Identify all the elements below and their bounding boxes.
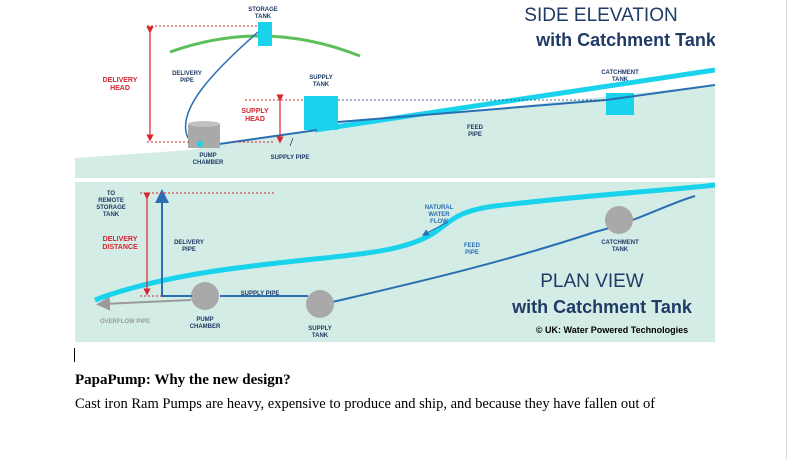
feed-pipe-label: FEED (467, 125, 484, 131)
natural-flow-label-2: WATER (428, 212, 450, 218)
side-elevation-subtitle: with Catchment Tank (535, 30, 715, 50)
catchment-tank-plan (605, 206, 633, 234)
feed-pipe-side (337, 84, 715, 123)
catchment-tank-plan-label: CATCHMENT (601, 240, 639, 246)
water-stream-plan (94, 182, 715, 303)
natural-flow-arrow (421, 221, 449, 236)
image-credit: © UK: Water Powered Technologies (536, 325, 688, 335)
delivery-pipe-plan-label: DELIVERY (174, 240, 204, 246)
storage-tank (258, 22, 272, 46)
feed-pipe-plan (327, 195, 696, 304)
supply-head-label-2: HEAD (245, 116, 265, 123)
remote-tank-label-1: TO (107, 191, 116, 197)
delivery-head-label-2: HEAD (110, 85, 130, 92)
catchment-tank-label: CATCHMENT (601, 70, 639, 76)
feed-pipe-plan-label-2: PIPE (465, 250, 479, 256)
supply-pipe-plan-label: SUPPLY PIPE (241, 291, 280, 297)
natural-flow-label-3: FLOW (430, 219, 448, 225)
pump-chamber-plan-label: PUMP (196, 317, 213, 323)
water-surface-side (314, 67, 715, 133)
side-elevation-panel (75, 22, 715, 178)
plan-view-subtitle: with Catchment Tank (511, 297, 693, 317)
catchment-tank-label-2: TANK (612, 77, 629, 83)
page-edge (786, 0, 787, 459)
pump-chamber-label: PUMP (199, 153, 216, 159)
supply-tank-label-2: TANK (313, 82, 330, 88)
supply-tank-plan-label-2: TANK (312, 333, 329, 339)
catchment-tank-plan-label-2: TANK (612, 247, 629, 253)
pump-chamber-plan (191, 282, 219, 310)
overflow-pipe-label: OVERFLOW PIPE (100, 319, 150, 325)
feed-pipe-label-2: PIPE (468, 132, 482, 138)
supply-tank (304, 96, 338, 130)
supply-pipe-side (204, 129, 318, 147)
remote-tank-label-2: REMOTE (98, 198, 124, 204)
ground-side (75, 85, 715, 178)
text-cursor (74, 348, 75, 362)
section-heading: PapaPump: Why the new design? (75, 372, 291, 388)
delivery-distance-label: DELIVERY (103, 236, 138, 243)
supply-tank-plan (306, 290, 334, 318)
delivery-pipe-label: DELIVERY (172, 71, 202, 77)
supply-tank-label: SUPPLY (309, 75, 332, 81)
supply-tank-plan-label: SUPPLY (308, 326, 331, 332)
water-ram-diagram: STORAGE TANK SIDE ELEVATION with Catchme… (75, 0, 715, 345)
feed-pipe-plan-label: FEED (464, 243, 481, 249)
delivery-pipe-plan-label-2: PIPE (182, 247, 196, 253)
overflow-pipe-arrow (96, 296, 192, 311)
body-paragraph: Cast iron Ram Pumps are heavy, expensive… (75, 396, 656, 412)
natural-flow-label-1: NATURAL (425, 205, 454, 211)
plan-view-title: PLAN VIEW (540, 271, 644, 292)
delivery-pipe-side (184, 31, 259, 139)
supply-head-label: SUPPLY (241, 108, 269, 115)
remote-tank-label-4: TANK (103, 212, 120, 218)
plan-view-panel (75, 182, 715, 342)
delivery-pipe-label-2: PIPE (180, 78, 194, 84)
pump-chamber-side (188, 124, 220, 148)
delivery-distance-label-2: DISTANCE (102, 244, 138, 251)
side-elevation-title: SIDE ELEVATION (524, 5, 677, 26)
pump-chamber-label-2: CHAMBER (193, 160, 224, 166)
delivery-head-label: DELIVERY (103, 77, 138, 84)
pump-chamber-plan-label-2: CHAMBER (190, 324, 221, 330)
remote-tank-label-3: STORAGE (96, 205, 126, 211)
supply-pipe-label: SUPPLY PIPE (271, 155, 310, 161)
ground-plan (75, 182, 715, 342)
storage-tank-label: STORAGE (248, 7, 278, 13)
storage-tank-label-2: TANK (255, 14, 272, 20)
